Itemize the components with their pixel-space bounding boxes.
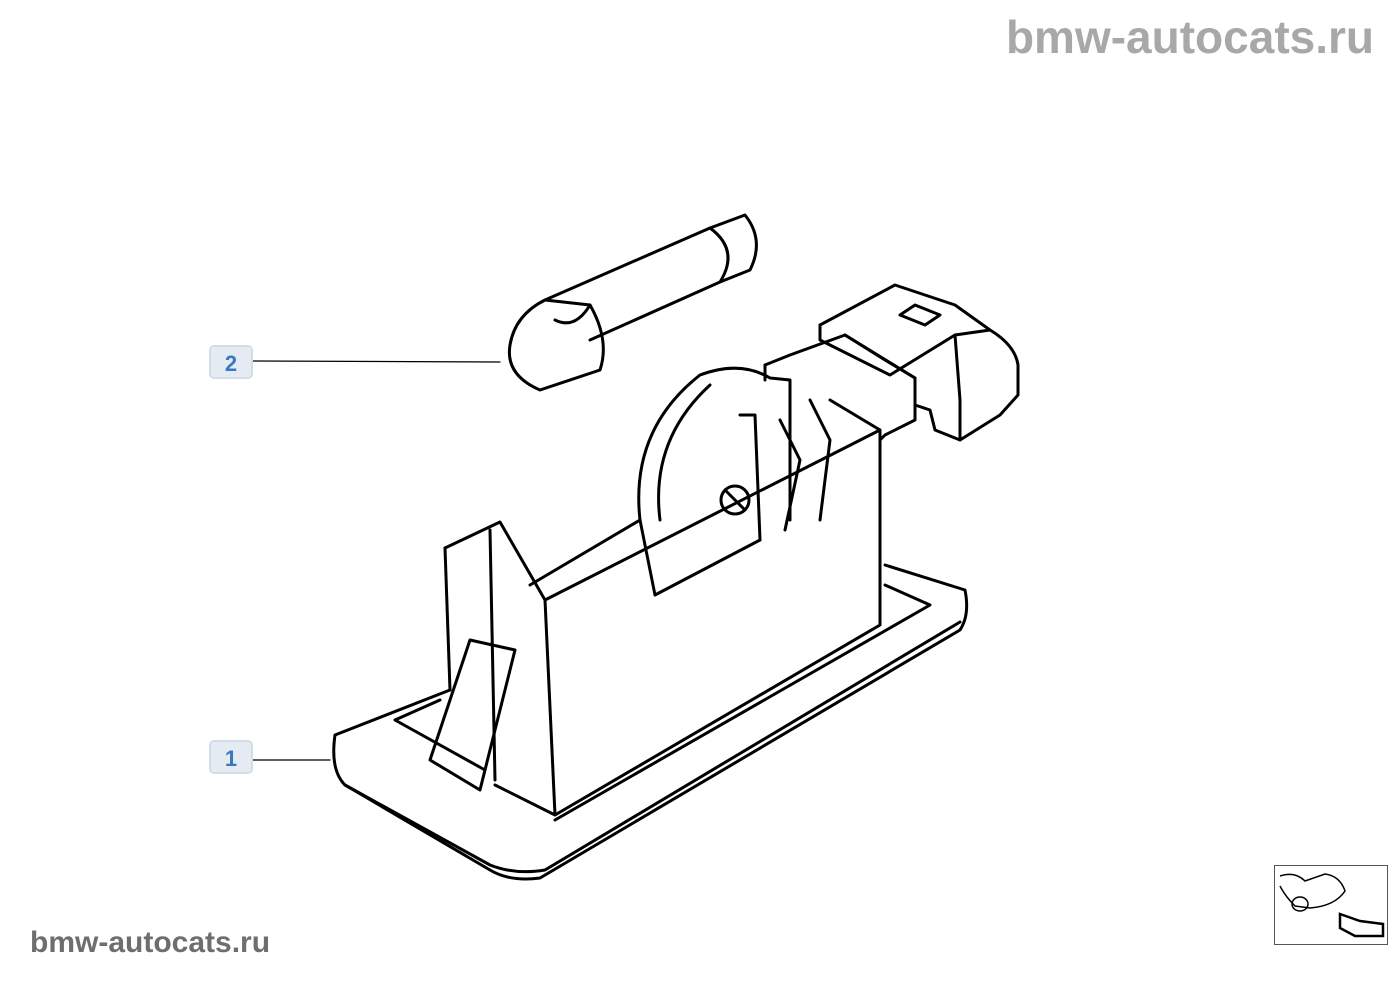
connector-drawing [763, 283, 1020, 442]
leader-line-2 [245, 360, 501, 363]
bulb-drawing [507, 213, 758, 392]
watermark-bottom: bmw-autocats.ru [30, 926, 271, 959]
housing-drawing [332, 366, 969, 881]
callout-part-2[interactable]: 2 [209, 345, 253, 379]
leader-lines [245, 360, 501, 761]
car-rear-icon [1279, 873, 1385, 938]
watermark-top: bmw-autocats.ru [1005, 11, 1374, 63]
vehicle-location-thumbnail[interactable] [1274, 865, 1388, 945]
callout-part-1[interactable]: 1 [209, 740, 253, 774]
